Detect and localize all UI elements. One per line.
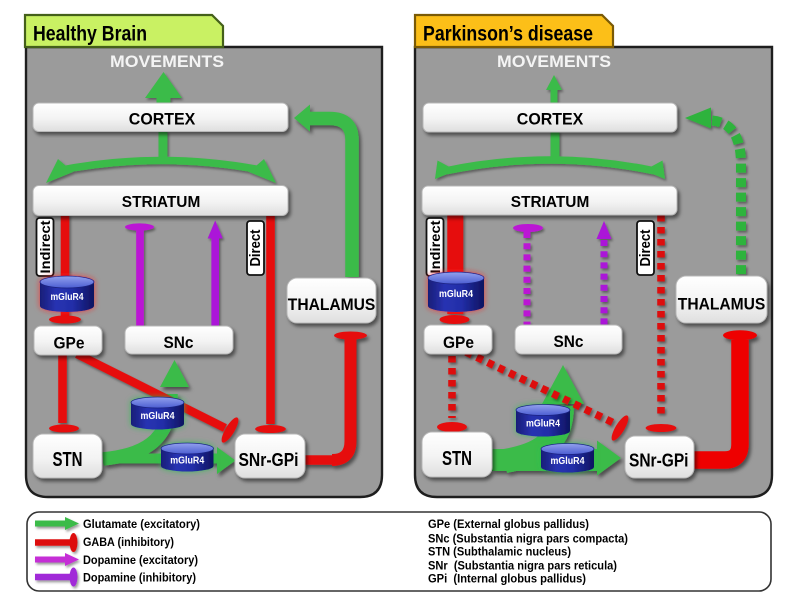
svg-text:Dopamine (excitatory): Dopamine (excitatory): [83, 553, 198, 567]
svg-text:SNc: SNc: [164, 334, 194, 352]
svg-text:GPe (External globus pallidus): GPe (External globus pallidus): [428, 519, 589, 531]
svg-text:SNc (Substantia nigra pars com: SNc (Substantia nigra pars compacta): [428, 534, 628, 546]
svg-text:mGluR4: mGluR4: [170, 456, 204, 467]
svg-text:STN (Subthalamic nucleus): STN (Subthalamic nucleus): [428, 547, 571, 559]
svg-text:STRIATUM: STRIATUM: [511, 194, 590, 211]
svg-text:Direct: Direct: [637, 230, 654, 267]
svg-text:mGluR4: mGluR4: [51, 292, 84, 303]
svg-text:THALAMUS: THALAMUS: [678, 296, 766, 314]
svg-text:GPe: GPe: [54, 335, 85, 353]
svg-text:mGluR4: mGluR4: [526, 419, 560, 430]
svg-text:CORTEX: CORTEX: [517, 111, 584, 129]
svg-text:Indirect: Indirect: [427, 220, 443, 273]
svg-text:STN: STN: [53, 449, 83, 471]
svg-text:mGluR4: mGluR4: [551, 456, 585, 467]
svg-text:Glutamate (excitatory): Glutamate (excitatory): [83, 517, 200, 531]
svg-text:GABA (inhibitory): GABA (inhibitory): [83, 535, 174, 549]
svg-text:STN: STN: [442, 448, 472, 470]
svg-text:CORTEX: CORTEX: [129, 111, 196, 129]
svg-text:GPe: GPe: [443, 334, 474, 352]
svg-text:mGluR4: mGluR4: [141, 411, 175, 422]
svg-text:SNc: SNc: [554, 333, 584, 351]
svg-text:SNr-GPi: SNr-GPi: [629, 450, 689, 471]
svg-text:MOVEMENTS: MOVEMENTS: [497, 52, 611, 71]
svg-text:MOVEMENTS: MOVEMENTS: [110, 52, 224, 71]
svg-text:mGluR4: mGluR4: [439, 289, 473, 300]
svg-text:Dopamine (inhibitory): Dopamine (inhibitory): [83, 571, 196, 585]
svg-text:SNr-GPi: SNr-GPi: [239, 449, 299, 470]
svg-text:Healthy Brain: Healthy Brain: [33, 23, 147, 46]
svg-text:THALAMUS: THALAMUS: [288, 296, 376, 314]
svg-text:GPi (Internal globus pallidus: GPi (Internal globus pallidus): [428, 574, 586, 586]
svg-text:SNr (Substantia nigra pars re: SNr (Substantia nigra pars reticula): [428, 561, 617, 573]
svg-text:STRIATUM: STRIATUM: [122, 194, 201, 211]
svg-text:Direct: Direct: [247, 230, 264, 267]
svg-text:Indirect: Indirect: [37, 220, 53, 273]
svg-text:Parkinson’s disease: Parkinson’s disease: [423, 23, 593, 46]
